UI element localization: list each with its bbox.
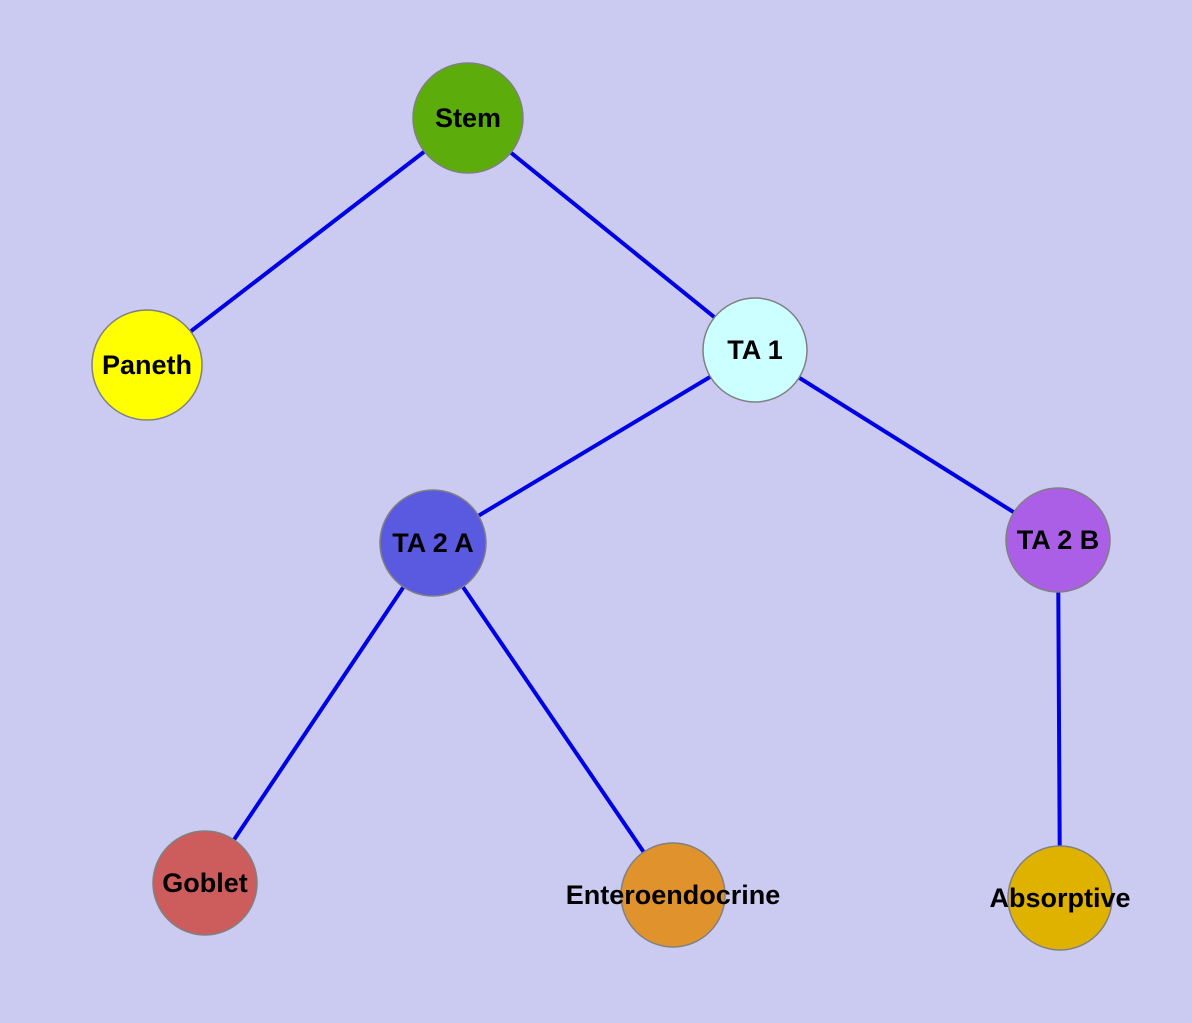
node-circle-stem — [412, 62, 524, 174]
edge-stem-ta1 — [466, 116, 757, 352]
node-label-ta2b: TA 2 B — [1017, 525, 1100, 555]
edge-ta2a-enteroendocrine — [431, 541, 675, 897]
node-stem: Stem — [412, 62, 524, 174]
edge-stem-paneth — [145, 116, 470, 367]
node-circle-ta1 — [702, 297, 808, 403]
node-circle-ta2a — [379, 489, 487, 597]
node-goblet: Goblet — [152, 830, 258, 936]
edge-ta2a-goblet — [203, 541, 435, 885]
edge-ta2b-absorptive — [1056, 539, 1062, 899]
node-circle-goblet — [152, 830, 258, 936]
node-circle-paneth — [91, 309, 203, 421]
node-enteroendocrine: Enteroendocrine — [566, 842, 781, 948]
node-circle-enteroendocrine — [620, 842, 726, 948]
node-absorptive: Absorptive — [989, 845, 1131, 951]
node-circle-absorptive — [1007, 845, 1113, 951]
edge-ta1-ta2b — [753, 348, 1060, 542]
node-ta2b: TA 2 B — [1005, 487, 1111, 593]
node-label-paneth: Paneth — [102, 350, 192, 380]
node-circle-ta2b — [1005, 487, 1111, 593]
node-ta1: TA 1 — [702, 297, 808, 403]
node-label-goblet: Goblet — [162, 868, 248, 898]
node-ta2a: TA 2 A — [379, 489, 487, 597]
node-label-ta1: TA 1 — [727, 335, 783, 365]
node-label-absorptive: Absorptive — [989, 883, 1130, 913]
edge-layer — [145, 116, 1062, 899]
node-label-stem: Stem — [435, 103, 501, 133]
node-paneth: Paneth — [91, 309, 203, 421]
node-label-enteroendocrine: Enteroendocrine — [566, 880, 781, 910]
edge-ta1-ta2a — [431, 348, 757, 545]
node-label-ta2a: TA 2 A — [392, 528, 474, 558]
